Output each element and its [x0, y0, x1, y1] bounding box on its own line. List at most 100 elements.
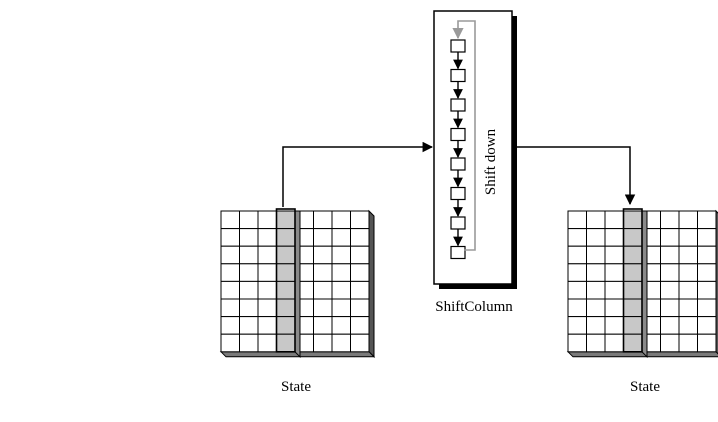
- grid-cell: [678, 298, 698, 318]
- grid-cell: [567, 228, 587, 247]
- grid-cell: [313, 210, 333, 230]
- grid-cell: [313, 245, 333, 265]
- highlighted-cell: [623, 210, 643, 230]
- shiftcolumn-box: [433, 10, 517, 289]
- grid-cell: [257, 245, 277, 265]
- grid-cell: [678, 245, 698, 265]
- grid-cell: [313, 333, 333, 353]
- highlighted-cell: [276, 228, 296, 247]
- input-arrow: [282, 141, 434, 207]
- grid-cell: [697, 298, 717, 318]
- grid-cell: [313, 316, 333, 335]
- grid-cell: [313, 280, 333, 300]
- grid-cell: [331, 228, 351, 247]
- highlighted-cell: [276, 280, 296, 300]
- grid-cell: [604, 263, 624, 282]
- grid-cell: [331, 333, 351, 353]
- grid-cell: [697, 280, 717, 300]
- grid-cell: [220, 263, 240, 282]
- grid-cell: [350, 316, 370, 335]
- grid-cell: [678, 210, 698, 230]
- grid-cell: [350, 210, 370, 230]
- grid-cell: [239, 245, 259, 265]
- grid-cell: [604, 245, 624, 265]
- grid-cell: [567, 245, 587, 265]
- highlighted-cell: [276, 333, 296, 353]
- shift-cell: [450, 127, 466, 142]
- highlighted-cell: [623, 333, 643, 353]
- highlighted-cell: [623, 228, 643, 247]
- grid-cell: [678, 263, 698, 282]
- grid-cell: [604, 210, 624, 230]
- highlighted-cell: [623, 263, 643, 282]
- right-state-grid: [566, 208, 718, 359]
- grid-cell: [660, 316, 680, 335]
- grid-cell: [567, 298, 587, 318]
- grid-cell: [660, 210, 680, 230]
- grid-cell: [350, 298, 370, 318]
- grid-cell: [586, 228, 606, 247]
- highlighted-cell: [276, 263, 296, 282]
- grid-cell: [567, 263, 587, 282]
- operation-label: ShiftColumn: [435, 299, 513, 315]
- grid-cell: [350, 228, 370, 247]
- grid-cell: [257, 333, 277, 353]
- grid-cell: [586, 210, 606, 230]
- grid-cell: [586, 280, 606, 300]
- shift-down-label: Shift down: [483, 128, 499, 195]
- shiftcolumn-box-frame: [433, 10, 513, 285]
- grid-cell: [586, 245, 606, 265]
- grid-cell: [239, 228, 259, 247]
- grid-cell: [331, 298, 351, 318]
- grid-cell: [257, 228, 277, 247]
- grid-cell: [697, 245, 717, 265]
- grid-cell: [586, 298, 606, 318]
- grid-cell: [331, 210, 351, 230]
- grid-cell: [678, 333, 698, 353]
- grid-cell: [350, 245, 370, 265]
- grid-cell: [697, 333, 717, 353]
- grid-cell: [220, 228, 240, 247]
- highlighted-cell: [276, 210, 296, 230]
- highlighted-cell: [623, 316, 643, 335]
- shift-cell: [450, 216, 466, 230]
- left-state-grid: [219, 208, 376, 359]
- grid-cell: [220, 333, 240, 353]
- grid-cell: [660, 280, 680, 300]
- grid-cell: [604, 333, 624, 353]
- grid-cell: [567, 333, 587, 353]
- grid-cell: [697, 228, 717, 247]
- highlighted-cell: [276, 316, 296, 335]
- grid-cell: [313, 263, 333, 282]
- shift-cell: [450, 39, 466, 53]
- shift-cell-chain: [450, 39, 466, 260]
- grid-cell: [331, 280, 351, 300]
- grid-cell: [586, 263, 606, 282]
- highlighted-cell: [623, 245, 643, 265]
- grid-cell: [220, 210, 240, 230]
- grid-cell: [586, 333, 606, 353]
- grid-cell: [678, 316, 698, 335]
- shift-return-arrow: [452, 20, 476, 251]
- grid-cell: [604, 298, 624, 318]
- grid-cell: [697, 210, 717, 230]
- grid-cell: [257, 210, 277, 230]
- highlighted-cell: [276, 245, 296, 265]
- grid-cell: [604, 228, 624, 247]
- grid-cell: [660, 298, 680, 318]
- grid-cell: [257, 298, 277, 318]
- shift-cell: [450, 245, 466, 260]
- grid-cell: [331, 316, 351, 335]
- highlighted-cell: [623, 298, 643, 318]
- grid-cell: [350, 333, 370, 353]
- grid-cell: [257, 263, 277, 282]
- right-state-label: State: [630, 379, 660, 395]
- grid-cell: [604, 280, 624, 300]
- grid-cell: [239, 333, 259, 353]
- grid-cell: [586, 316, 606, 335]
- highlighted-column-outline: [622, 208, 643, 353]
- grid-cell: [257, 316, 277, 335]
- grid-cell: [567, 280, 587, 300]
- output-arrow: [512, 146, 636, 206]
